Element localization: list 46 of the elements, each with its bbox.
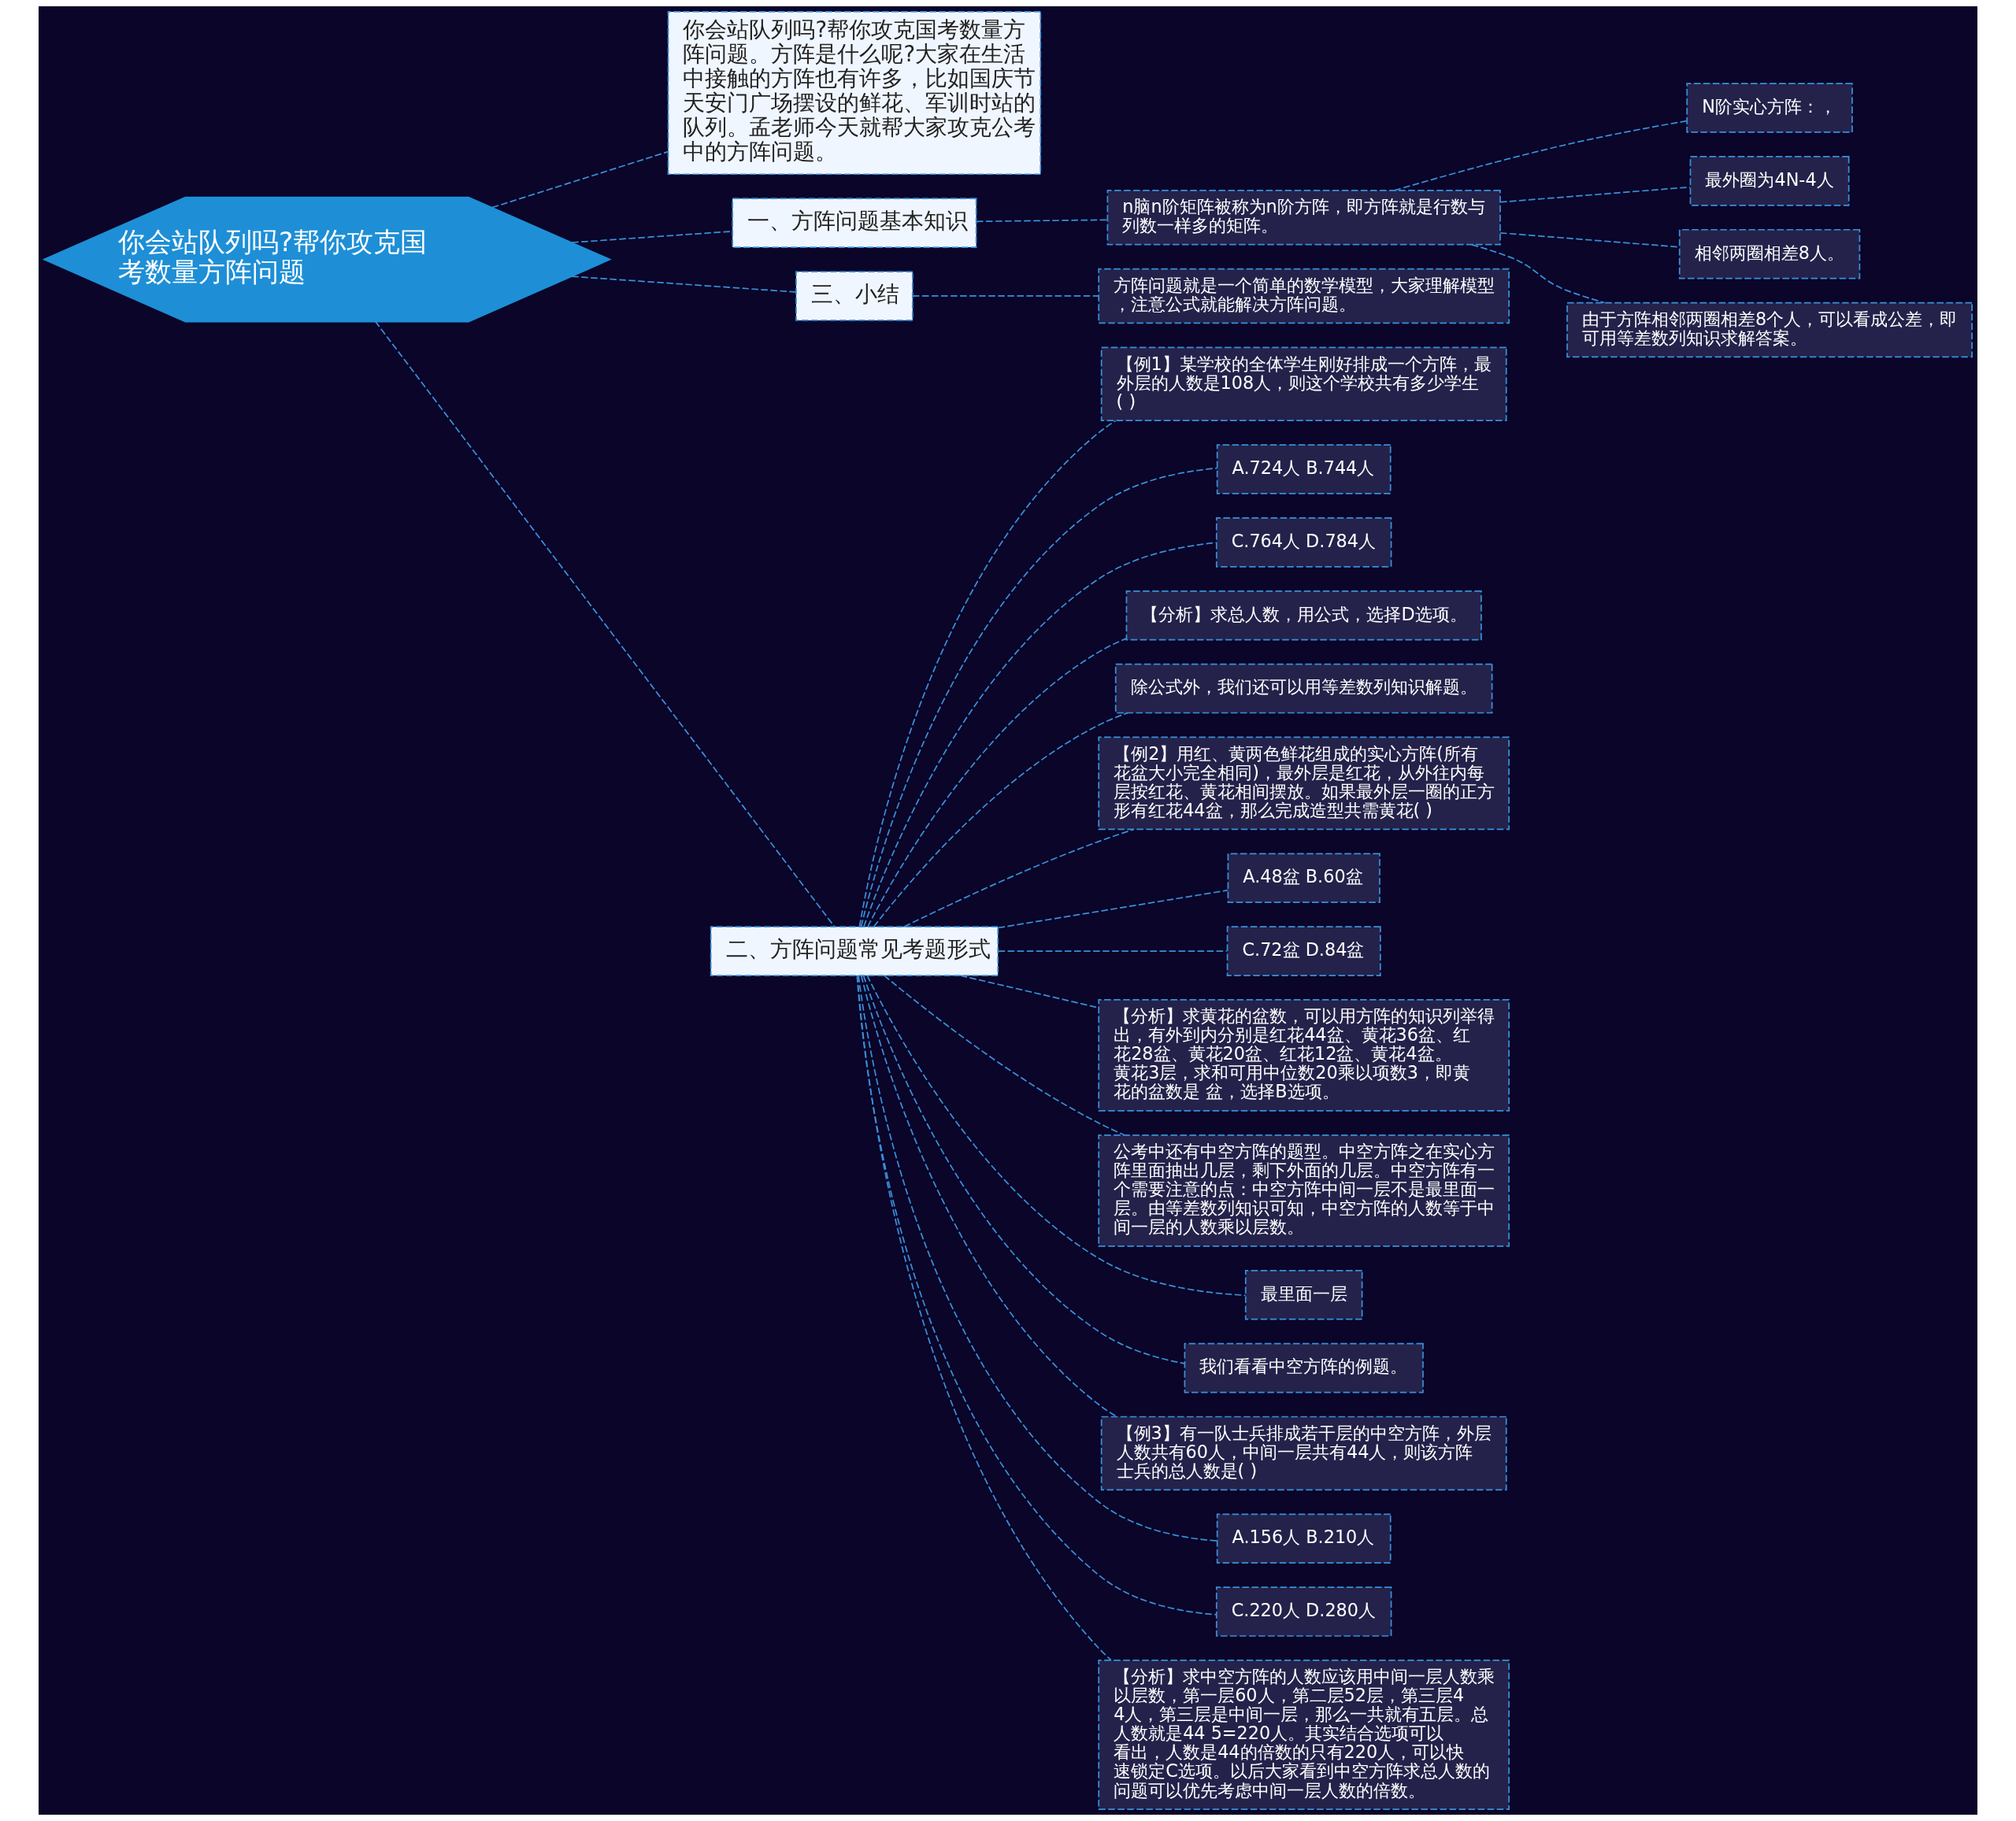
connector (976, 219, 1109, 223)
node-box: 最外圈为4N-4人 (1689, 156, 1850, 206)
node-box: 相邻两圈相差8人。 (1678, 228, 1861, 279)
node-box: 三、小结 (795, 271, 914, 321)
connector (863, 542, 1217, 927)
connector (1393, 120, 1688, 191)
node-box: 【分析】求总人数，用公式，选择D选项。 (1125, 590, 1482, 641)
connector (856, 975, 1112, 1661)
connector (491, 150, 669, 209)
node-box: 由于方阵相邻两圈相差8个人，可以看成公差，即可用等差数列知识求解答案。 (1566, 302, 1973, 358)
node-box: 最里面一层 (1244, 1269, 1363, 1320)
connector (997, 950, 1228, 952)
node-box: N阶实心方阵：， (1686, 83, 1853, 133)
node-box: 二、方阵问题常见考题形式 (710, 926, 999, 976)
connector (571, 276, 797, 293)
connector (862, 975, 1186, 1364)
node-box: 【例1】某学校的全体学生刚好排成一个方阵，最外层的人数是108人，则这个学校共有多少学生( ) (1100, 346, 1507, 421)
connector (873, 712, 1128, 927)
node-box: A.724人 B.744人 (1216, 444, 1392, 494)
connector (912, 295, 1099, 297)
node-box: 【例2】用红、黄两色鲜花组成的实心方阵(所有花盆大小完全相同)，最外层是红花，从外往内每层按红花、黄花相间摆放。如果最外层一圈的正方形有红花44盆，那么完成造型共需黄花( ) (1098, 736, 1510, 831)
node-box: C.764人 D.784人 (1215, 517, 1392, 568)
node-box: 你会站队列吗?帮你攻克国考数量方阵问题。方阵是什么呢?大家在生活中接触的方阵也有许多，比如国庆节天安门广场摆设的鲜花、军训时站的队列。孟老师今天就帮大家攻克公考中的方阵问题。 (667, 11, 1042, 176)
connector (860, 975, 1118, 1418)
node-box: C.220人 D.280人 (1215, 1586, 1392, 1637)
connector (997, 889, 1229, 929)
node-box: 除公式外，我们还可以用等差数列知识解题。 (1114, 663, 1493, 714)
connector (903, 828, 1135, 927)
node-box: 【分析】求中空方阵的人数应该用中间一层人数乘以层数，第一层60人，第二层52层，第三层44人，第三层是中间一层，那么一共就有五层。总人数就是44 5=220人。其实结合选项可以看出，人数是44的倍数的只有220人，可以快速锁定C选项。以后大家看到中空方阵求总人数的问题可以优先考虑中间一层人数的倍数。 (1098, 1660, 1510, 1810)
node-box: A.156人 B.210人 (1216, 1513, 1392, 1564)
connector (1470, 243, 1606, 304)
node-box: 我们看看中空方阵的例题。 (1184, 1342, 1424, 1394)
node-box: 【分析】求黄花的盆数，可以用方阵的知识列举得出，有外到内分别是红花44盆、黄花36盆、红花28盆、黄花20盆、红花12盆、黄花4盆。黄花3层，求和可用中位数20乘以项数3，即黄花的盆数是 盆，选择B选项。 (1098, 999, 1510, 1112)
node-box: n脑n阶矩阵被称为n阶方阵，即方阵就是行数与列数一样多的矩阵。 (1106, 190, 1501, 246)
node-box: A.48盆 B.60盆 (1227, 853, 1380, 904)
connector (374, 320, 836, 927)
node-box: 【例3】有一队士兵排成若干层的中空方阵，外层人数共有60人，中间一层共有44人，则该方阵士兵的总人数是( ) (1100, 1416, 1507, 1491)
connector (1499, 186, 1691, 203)
node-box: 方阵问题就是一个简单的数学模型，大家理解模型，注意公式就能解决方阵问题。 (1098, 268, 1510, 324)
connector (860, 467, 1218, 927)
connector (858, 420, 1117, 927)
node-box: 公考中还有中空方阵的题型。中空方阵之在实心方阵里面抽出几层，剩下外面的几层。中空方阵有一个需要注意的点：中空方阵中间一层不是最里面一层。由等差数列知识可知，中空方阵的人数等于中间一层的人数乘以层数。 (1098, 1134, 1510, 1247)
connector (866, 975, 1247, 1297)
node-box: 一、方阵问题基本知识 (732, 198, 977, 248)
node-box: C.72盆 D.84盆 (1226, 926, 1381, 976)
connector (867, 638, 1127, 927)
